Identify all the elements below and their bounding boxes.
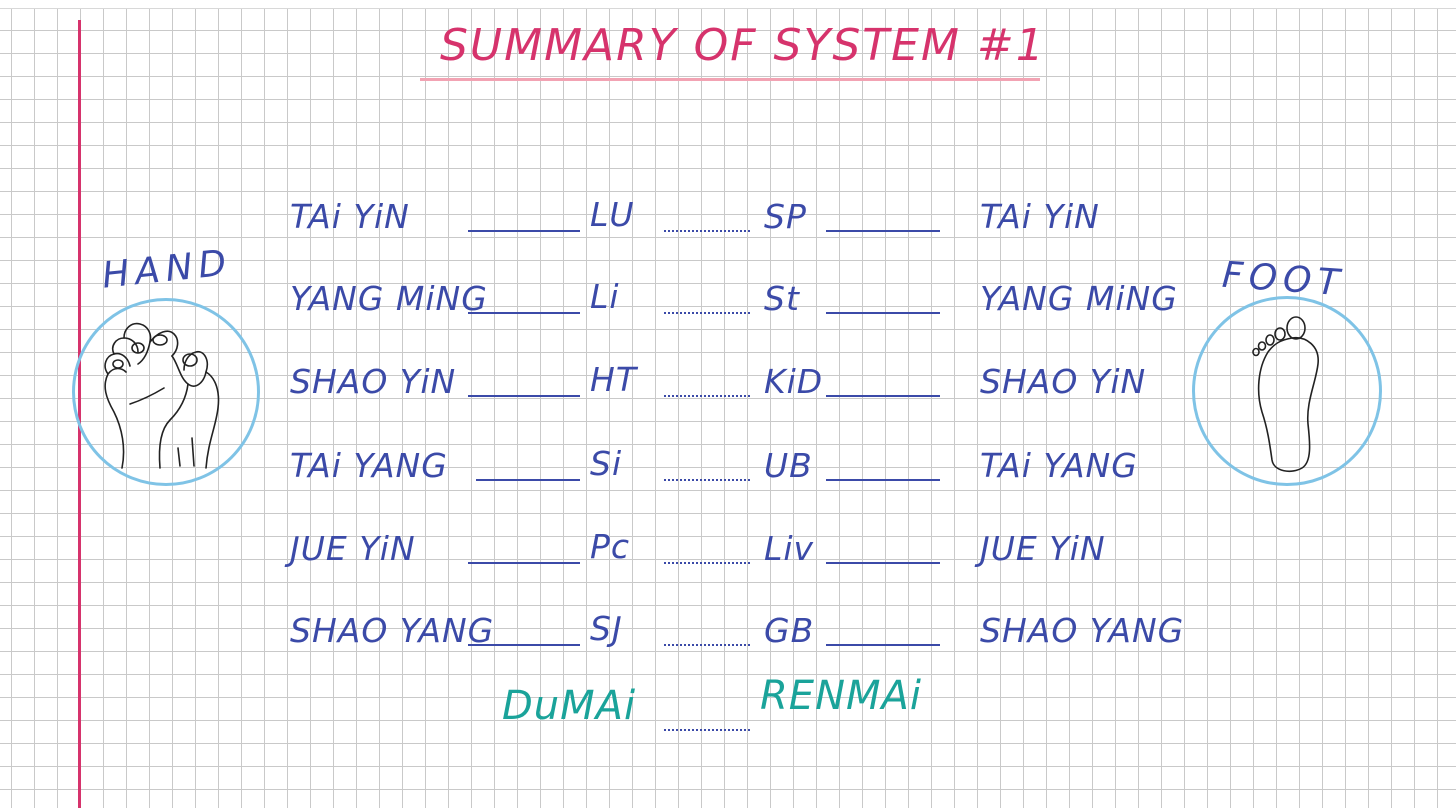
dotted-connector [664, 230, 750, 232]
foot-meridian-label: Liv [764, 529, 815, 568]
dumai-label: DuMAi [502, 683, 637, 729]
hand-meridian-label: LU [590, 195, 635, 234]
foot-meridian-label: SP [764, 197, 807, 236]
hand-meridian-label: HT [590, 360, 637, 399]
foot-channel-label: SHAO YANG [980, 611, 1185, 650]
foot-meridian-label: St [764, 279, 800, 318]
hand-connector-line [468, 644, 580, 646]
foot-channel-label: SHAO YiN [980, 362, 1147, 401]
foot-channel-label: YANG MiNG [980, 279, 1178, 318]
hand-channel-label: SHAO YANG [290, 611, 495, 650]
hand-meridian-label: Li [590, 277, 620, 316]
foot-channel-label: TAi YANG [980, 446, 1138, 485]
dotted-connector [664, 644, 750, 646]
foot-connector-line [826, 395, 940, 397]
foot-connector-line [826, 312, 940, 314]
foot-meridian-label: UB [764, 446, 813, 485]
hand-meridian-label: SJ [590, 609, 623, 648]
renmai-label: RENMAi [760, 673, 922, 719]
foot-meridian-label: KiD [764, 362, 824, 401]
foot-channel-label: JUE YiN [980, 529, 1106, 568]
foot-circle [1192, 296, 1382, 486]
page-title: SUMMARY OF SYSTEM #1 [440, 20, 1046, 71]
dotted-connector [664, 562, 750, 564]
hand-connector-line [468, 230, 580, 232]
hand-channel-label: JUE YiN [290, 529, 416, 568]
hand-connector-line [468, 395, 580, 397]
foot-meridian-label: GB [764, 611, 815, 650]
foot-connector-line [826, 562, 940, 564]
dotted-connector [664, 729, 750, 731]
hand-circle [72, 298, 260, 486]
top-strip [0, 0, 1456, 9]
dotted-connector [664, 312, 750, 314]
hand-connector-line [468, 312, 580, 314]
dotted-connector [664, 479, 750, 481]
hand-channel-label: TAi YANG [290, 446, 448, 485]
hand-connector-line [468, 562, 580, 564]
foot-connector-line [826, 230, 940, 232]
hand-icon [104, 322, 220, 469]
hand-channel-label: TAi YiN [290, 197, 410, 236]
hand-channel-label: YANG MiNG [290, 279, 488, 318]
hand-connector-line [476, 479, 580, 481]
hand-meridian-label: Pc [590, 527, 631, 566]
foot-connector-line [826, 644, 940, 646]
foot-connector-line [826, 479, 940, 481]
foot-icon [1252, 316, 1319, 473]
title-underline [420, 78, 1040, 81]
hand-channel-label: SHAO YiN [290, 362, 457, 401]
hand-meridian-label: Si [590, 444, 623, 483]
dotted-connector [664, 395, 750, 397]
foot-channel-label: TAi YiN [980, 197, 1100, 236]
